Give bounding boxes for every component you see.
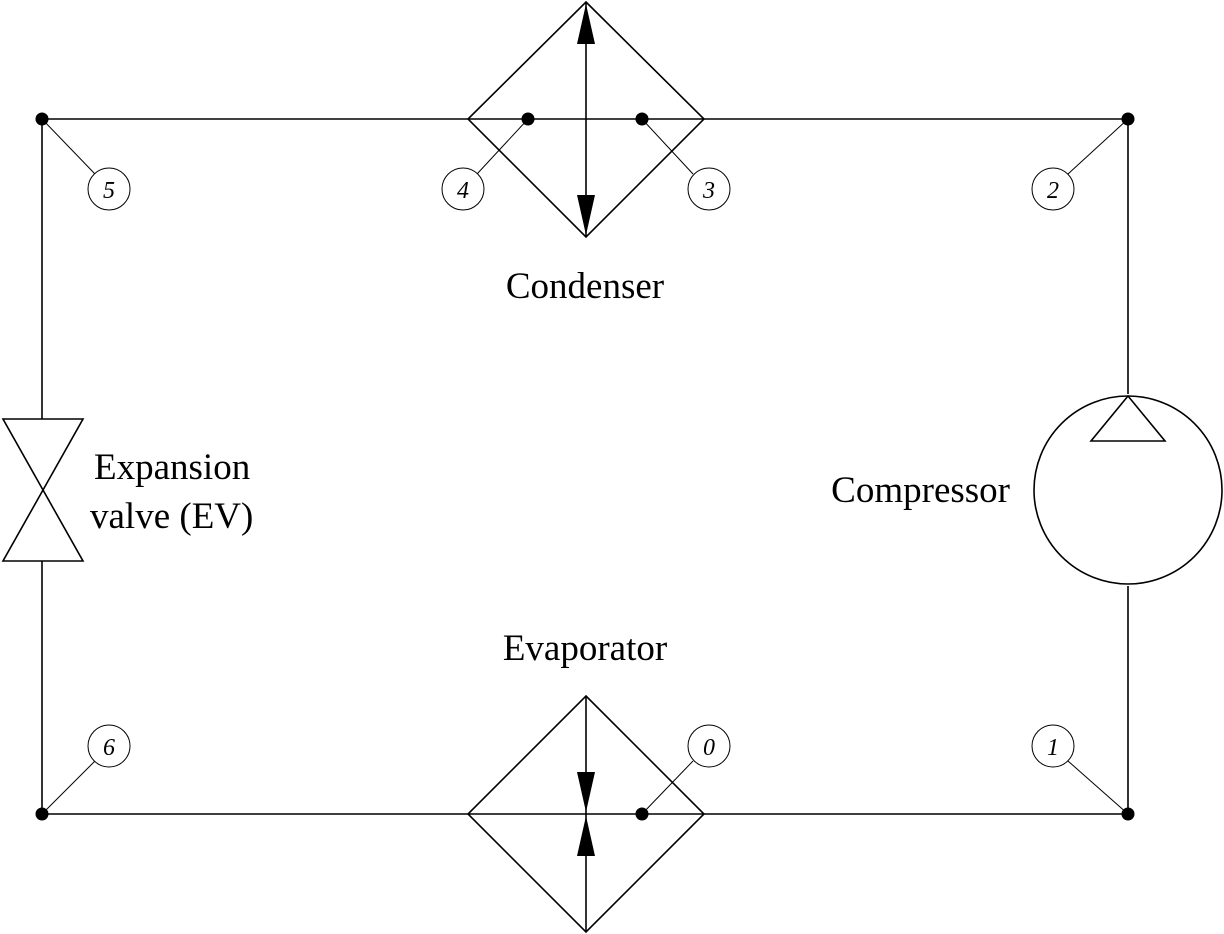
svg-text:6: 6 [103,735,115,761]
state-point-4-dot [521,112,535,126]
svg-text:1: 1 [1047,735,1059,761]
evaporator-label: Evaporator [503,628,667,669]
svg-text:5: 5 [103,178,115,204]
condenser-symbol [466,0,706,239]
state-point-2-dot [1121,112,1135,126]
state-point-markers [35,112,1135,821]
evaporator-arrow-up-icon [577,816,595,856]
expansion-valve-label-line2: valve (EV) [90,496,253,537]
svg-text:3: 3 [702,178,715,204]
state-point-labels: 5 4 3 2 0 1 6 [87,167,1075,768]
state-point-6-dot [35,807,49,821]
compressor-triangle-icon [1089,394,1167,442]
svg-text:4: 4 [457,178,469,204]
piping [41,118,1129,815]
state-point-0-label: 0 [687,724,731,768]
state-point-4-label: 4 [441,167,485,211]
state-point-1-label: 1 [1031,724,1075,768]
svg-text:2: 2 [1047,178,1059,204]
condenser-arrow-down-icon [577,195,595,235]
state-point-2-label: 2 [1031,167,1075,211]
state-point-0-dot [635,807,649,821]
state-point-5-label: 5 [87,167,131,211]
compressor-label: Compressor [831,470,1010,511]
condenser-label: Condenser [506,266,664,307]
condenser-arrow-up-icon [577,4,595,44]
evaporator-arrow-down-icon [577,772,595,812]
compressor-symbol [1033,394,1223,585]
svg-text:0: 0 [703,735,715,761]
state-point-1-dot [1121,807,1135,821]
state-point-5-dot [35,112,49,126]
expansion-valve-symbol [1,418,85,562]
state-point-6-label: 6 [87,724,131,768]
expansion-valve-label-line1: Expansion [94,447,250,488]
state-point-3-label: 3 [687,167,731,211]
state-point-3-dot [635,112,649,126]
evaporator-symbol [466,694,706,934]
